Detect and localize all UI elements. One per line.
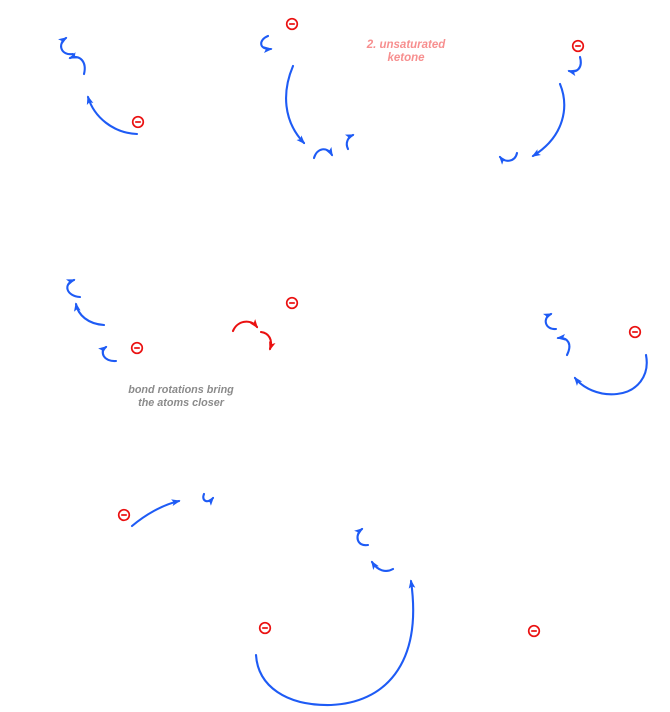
curved-arrow-bottom-center-arc <box>370 560 395 572</box>
curved-arrow-mid-left-hook-upper <box>65 278 82 299</box>
charge-bottom-left-icon <box>117 508 131 522</box>
charge-top-middle-icon <box>285 17 299 31</box>
label-bond-rotations-line1: bond rotations bring <box>128 384 234 396</box>
curved-arrow-top-left-hook-upper <box>58 36 75 56</box>
curved-arrow-bottom-center-big-arc <box>254 579 416 707</box>
curved-arrow-top-right-hook <box>567 55 582 77</box>
curved-arrow-mid-left-hook-lower <box>98 345 118 363</box>
charge-mid-right-icon <box>628 325 642 339</box>
curved-arrow-top-middle-long <box>285 64 306 145</box>
curved-arrow-top-right-long-arc <box>531 82 566 158</box>
curved-arrow-top-middle-hook <box>260 34 273 53</box>
curved-arrow-mid-center-red-right <box>259 330 276 351</box>
charge-top-left-icon <box>131 115 145 129</box>
label-bond-rotations-line2: the atoms closer <box>138 396 224 409</box>
curved-arrow-top-left-long-arc <box>86 95 139 136</box>
charge-mid-left-icon <box>130 341 144 355</box>
curved-arrow-top-left-hook-lower <box>68 52 86 76</box>
curved-arrow-mid-right-hook-upper <box>542 312 558 331</box>
label-bond-rotations: bond rotations bring the atoms closer <box>117 384 245 409</box>
curved-arrow-bottom-left <box>130 499 181 528</box>
label-unsaturated-ketone-line2: ketone <box>387 52 425 64</box>
label-unsaturated-ketone: 2. unsaturated ketone <box>347 39 465 65</box>
curved-arrow-top-right-curl <box>498 151 519 165</box>
curved-arrow-mid-right-big-arc <box>573 353 648 396</box>
label-unsaturated-ketone-line1: 2. unsaturated <box>366 39 446 51</box>
curved-arrow-top-middle-small-arc <box>312 146 334 160</box>
curved-arrow-top-middle-hook-right <box>344 133 355 151</box>
curved-arrow-bottom-left-curl <box>202 492 215 506</box>
charge-bottom-right-icon <box>527 624 541 638</box>
curved-arrow-bottom-center-hook <box>354 527 370 547</box>
curved-arrow-mid-left-arc <box>73 302 106 327</box>
curved-arrow-mid-right-hook-lower <box>556 333 571 357</box>
curved-arrow-mid-center-red-left <box>231 319 259 333</box>
charge-bottom-center-icon <box>258 621 272 635</box>
charge-top-right-icon <box>571 39 585 53</box>
charge-mid-center-icon <box>285 296 299 310</box>
